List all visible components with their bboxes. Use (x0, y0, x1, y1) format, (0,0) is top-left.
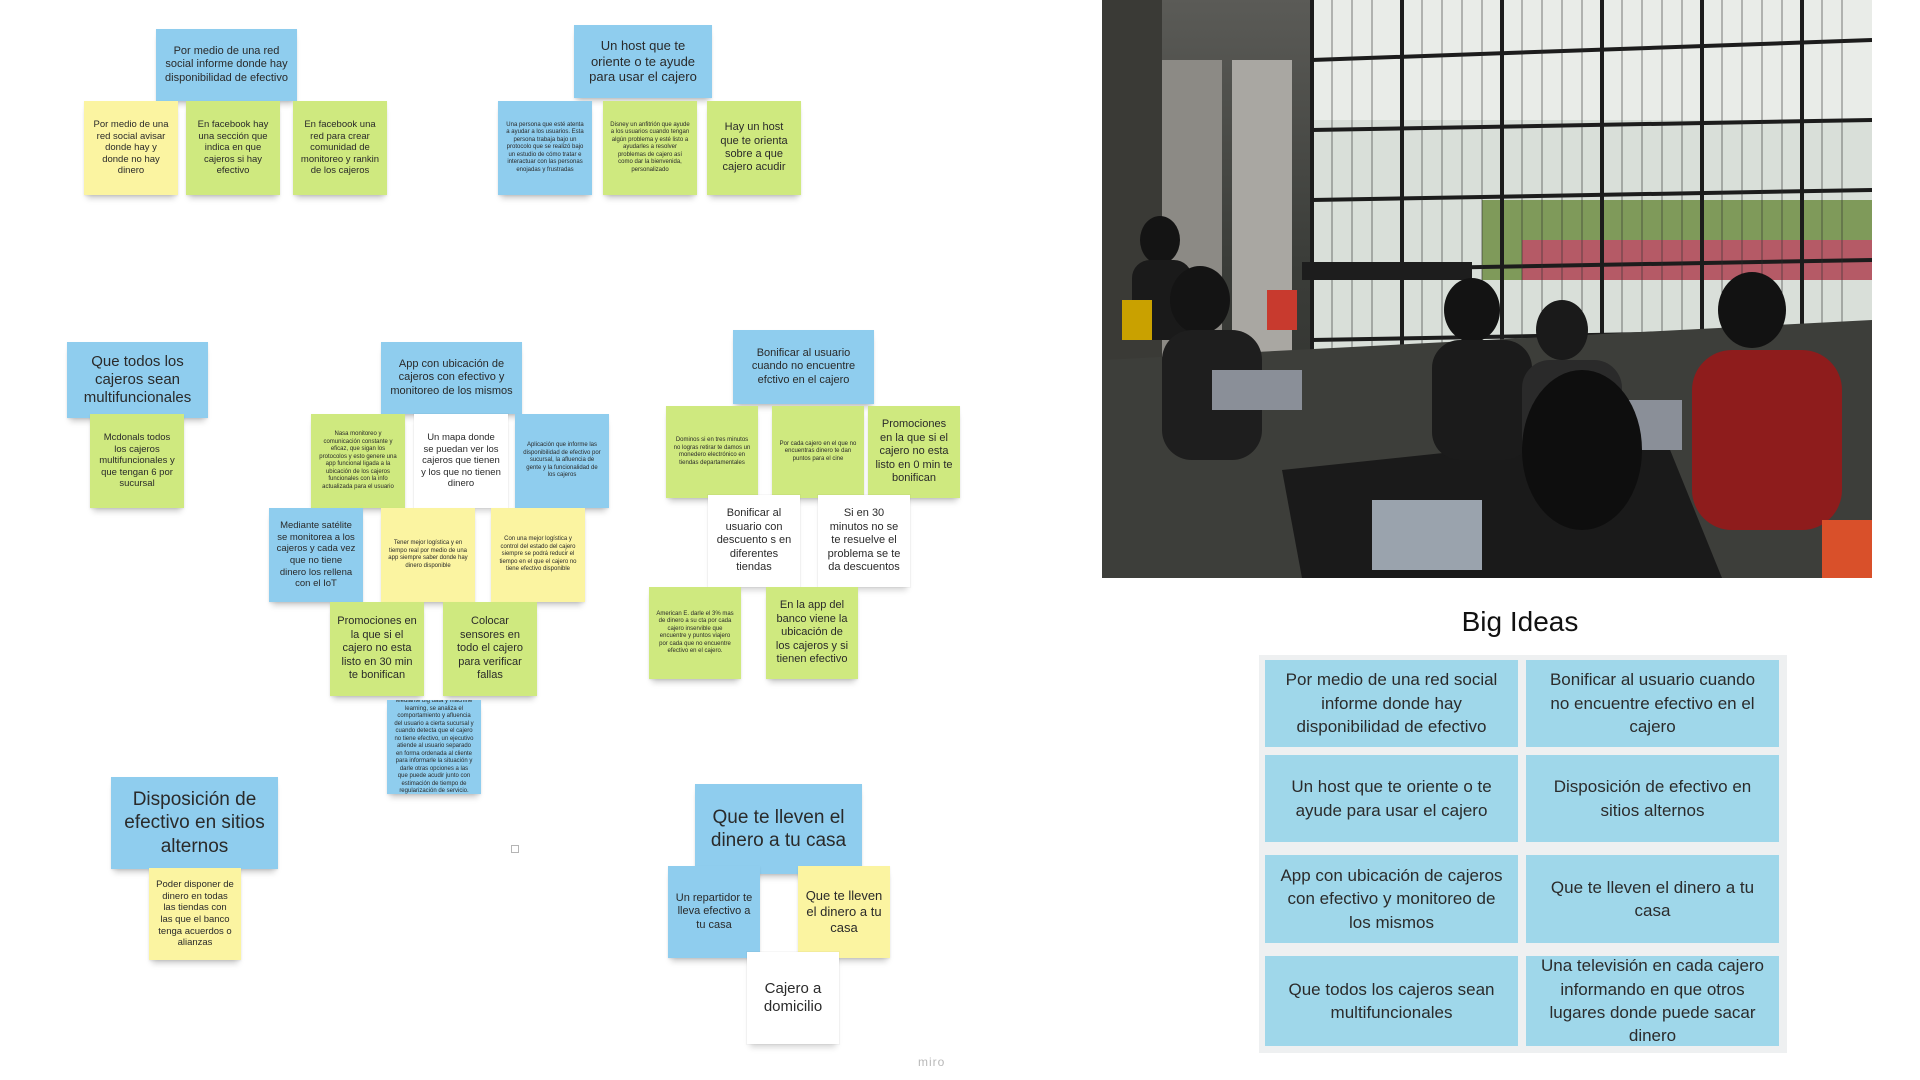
big-ideas-grid: Por medio de una red social informe dond… (1259, 655, 1787, 1053)
sticky-note[interactable]: Si en 30 minutos no se te resuelve el pr… (818, 495, 910, 587)
sticky-note[interactable]: Que te lleven el dinero a tu casa (798, 866, 890, 958)
big-idea-card[interactable]: Que todos los cajeros sean multifunciona… (1265, 956, 1518, 1046)
sticky-note[interactable]: Tener mejor logística y en tiempo real p… (381, 508, 475, 602)
sticky-note[interactable]: Promociones en la que si el cajero no es… (868, 406, 960, 498)
sticky-note-header[interactable]: Un host que te oriente o te ayude para u… (574, 25, 712, 98)
sticky-note[interactable]: Dominos si en tres minutos no logras ret… (666, 406, 758, 498)
sticky-note[interactable]: En la app del banco viene la ubicación d… (766, 587, 858, 679)
sticky-note[interactable]: Aplicación que informe las disponibilida… (515, 414, 609, 508)
sticky-note[interactable]: Una persona que esté atenta a ayudar a l… (498, 101, 592, 195)
big-idea-card[interactable]: Por medio de una red social informe dond… (1265, 660, 1518, 747)
sticky-note[interactable]: Por cada cajero en el que no encuentras … (772, 406, 864, 498)
sticky-note-header[interactable]: Bonificar al usuario cuando no encuentre… (733, 330, 874, 404)
big-idea-card[interactable]: App con ubicación de cajeros con efectiv… (1265, 855, 1518, 943)
sticky-note[interactable]: Cajero a domicilio (747, 952, 839, 1044)
sticky-note[interactable]: Bonificar al usuario con descuento s en … (708, 495, 800, 587)
photo-illustration (1102, 0, 1872, 578)
sticky-note[interactable]: En facebook una red para crear comunidad… (293, 101, 387, 195)
big-idea-card[interactable]: Una televisión en cada cajero informando… (1526, 956, 1779, 1046)
sticky-note-header[interactable]: Por medio de una red social informe dond… (156, 29, 297, 101)
sticky-note-header[interactable]: Disposición de efectivo en sitios altern… (111, 777, 278, 869)
big-idea-card[interactable]: Disposición de efectivo en sitios altern… (1526, 755, 1779, 842)
sticky-note-header[interactable]: Que te lleven el dinero a tu casa (695, 784, 862, 874)
sticky-note[interactable]: Con una mejor logística y control del es… (491, 508, 585, 602)
sticky-note[interactable]: Disney un anfitrión que ayude a los usua… (603, 101, 697, 195)
sticky-note-header[interactable]: Que todos los cajeros sean multifunciona… (67, 342, 208, 418)
sticky-note[interactable]: Colocar sensores en todo el cajero para … (443, 602, 537, 696)
sticky-note[interactable]: Mediante satélite se monitorea a los caj… (269, 508, 363, 602)
sticky-note[interactable]: American E. darle el 3% mas de dinero a … (649, 587, 741, 679)
team-workshop-photo (1102, 0, 1872, 578)
sticky-note[interactable]: Por medio de una red social avisar donde… (84, 101, 178, 195)
big-idea-card[interactable]: Un host que te oriente o te ayude para u… (1265, 755, 1518, 842)
sticky-note[interactable]: Un repartidor te lleva efectivo a tu cas… (668, 866, 760, 958)
big-idea-card[interactable]: Bonificar al usuario cuando no encuentre… (1526, 660, 1779, 747)
sticky-note[interactable]: Nasa monitoreo y comunicación constante … (311, 414, 405, 508)
big-idea-card[interactable]: Que te lleven el dinero a tu casa (1526, 855, 1779, 943)
sticky-note[interactable]: Mcdonals todos los cajeros multifunciona… (90, 414, 184, 508)
sticky-note[interactable]: Promociones en la que si el cajero no es… (330, 602, 424, 696)
miro-watermark: miro (918, 1055, 946, 1069)
sticky-note[interactable]: Mediante big data y machine learning, se… (387, 700, 481, 794)
sticky-note-header[interactable]: App con ubicación de cajeros con efectiv… (381, 342, 522, 414)
selection-handle[interactable] (511, 845, 519, 853)
big-ideas-title: Big Ideas (1461, 606, 1579, 637)
sticky-note[interactable]: En facebook hay una sección que indica e… (186, 101, 280, 195)
sticky-note[interactable]: Un mapa donde se puedan ver los cajeros … (414, 414, 508, 508)
sticky-note[interactable]: Poder disponer de dinero en todas las ti… (149, 868, 241, 960)
sticky-note[interactable]: Hay un host que te orienta sobre a que c… (707, 101, 801, 195)
